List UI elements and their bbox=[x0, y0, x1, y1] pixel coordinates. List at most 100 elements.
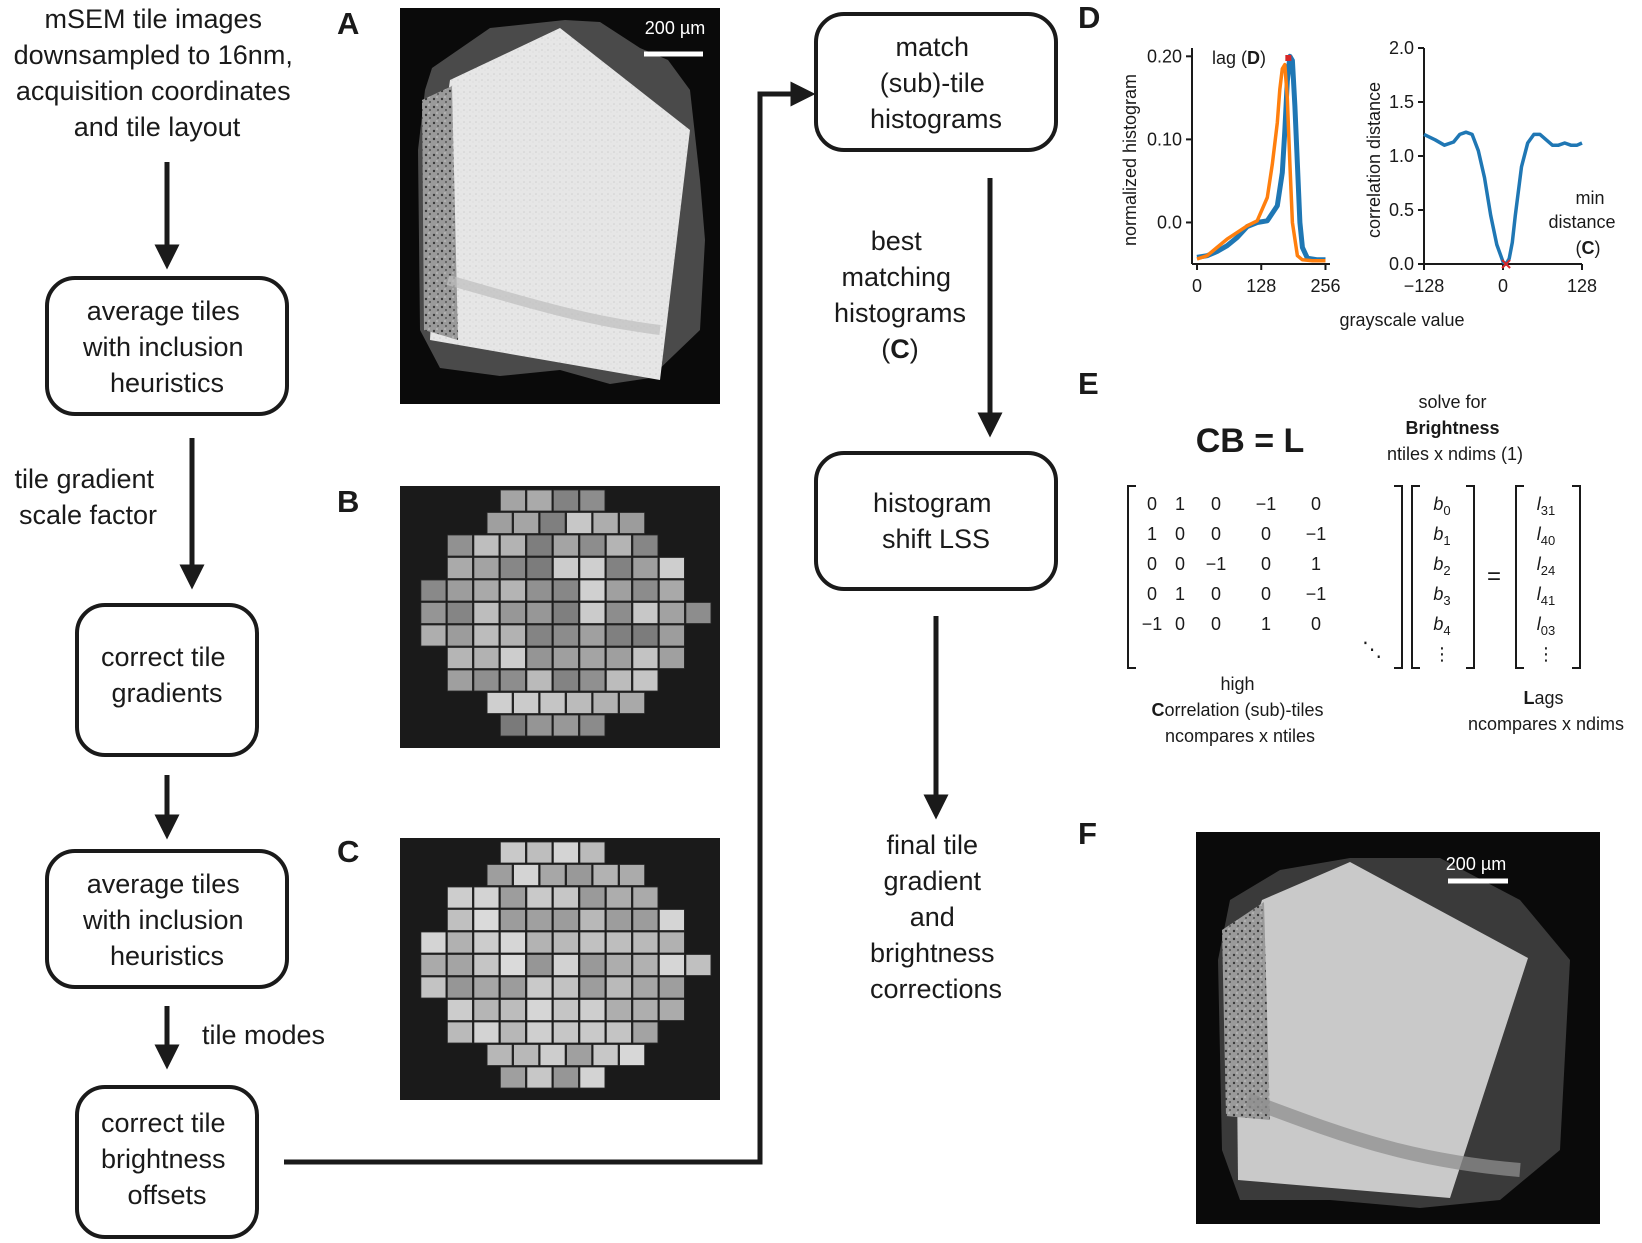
tile bbox=[659, 647, 685, 669]
tile bbox=[659, 976, 685, 999]
matrix-cell: 0 bbox=[1211, 524, 1221, 544]
tile bbox=[579, 557, 606, 579]
tile bbox=[632, 579, 659, 602]
tile bbox=[473, 1021, 500, 1044]
arrow-brightness-to-match bbox=[284, 81, 816, 1165]
vector-entry: b0 bbox=[1433, 494, 1450, 518]
tile bbox=[526, 1021, 553, 1044]
matrix-cell: 0 bbox=[1175, 614, 1185, 634]
vector-entry: ⋮ bbox=[1537, 644, 1555, 664]
box-histogram-shift-lss bbox=[814, 451, 1058, 591]
tile bbox=[446, 557, 473, 579]
label-best-matching: best matching histograms bbox=[834, 226, 966, 328]
matrix-cell: 0 bbox=[1261, 524, 1271, 544]
tile bbox=[579, 976, 606, 999]
tile bbox=[526, 647, 553, 669]
lags-caption: Lags ncompares x ndims bbox=[1468, 688, 1624, 734]
matrix-cell: 1 bbox=[1175, 584, 1185, 604]
min-annotation-line1: min bbox=[1575, 188, 1604, 208]
tile bbox=[553, 999, 579, 1021]
label-best-matching-ref: (C) bbox=[881, 334, 919, 364]
tile bbox=[553, 841, 579, 864]
tile bbox=[632, 909, 659, 931]
tile bbox=[526, 669, 553, 692]
matrix-cell: −1 bbox=[1306, 524, 1327, 544]
scalebar-a-label: 200 µm bbox=[645, 18, 705, 38]
tile bbox=[553, 602, 579, 624]
matrix-cell: 1 bbox=[1175, 494, 1185, 514]
tile bbox=[420, 602, 447, 624]
tile bbox=[526, 489, 553, 512]
matrix-cell: 0 bbox=[1211, 494, 1221, 514]
tile bbox=[632, 954, 659, 976]
tile bbox=[606, 886, 632, 909]
tile bbox=[446, 999, 473, 1021]
tile bbox=[685, 954, 712, 976]
panel-c-tile-modes bbox=[400, 838, 720, 1100]
panel-label-f: F bbox=[1078, 816, 1097, 851]
y-tick-label: 0.20 bbox=[1147, 46, 1182, 66]
tile bbox=[526, 602, 553, 624]
x-tick-label: 128 bbox=[1246, 276, 1276, 296]
tile bbox=[499, 624, 526, 647]
tile bbox=[473, 602, 500, 624]
matrix-cell: 1 bbox=[1261, 614, 1271, 634]
matrix-cell: 0 bbox=[1261, 554, 1271, 574]
panel-a-image bbox=[400, 8, 720, 404]
tile bbox=[513, 864, 539, 886]
tile bbox=[446, 669, 473, 692]
tile bbox=[539, 512, 566, 534]
lag-annotation: lag (D) bbox=[1212, 48, 1266, 68]
histogram-series-1 bbox=[1196, 53, 1326, 263]
tile bbox=[473, 909, 500, 931]
tile bbox=[446, 909, 473, 931]
tile bbox=[473, 557, 500, 579]
tile bbox=[526, 579, 553, 602]
tile bbox=[579, 909, 606, 931]
y-tick-label: 0.10 bbox=[1147, 129, 1182, 149]
tile bbox=[553, 669, 579, 692]
tile bbox=[566, 692, 592, 714]
panel-label-e: E bbox=[1078, 366, 1099, 401]
tile bbox=[526, 841, 553, 864]
tile bbox=[659, 954, 685, 976]
box-correct-gradients bbox=[75, 603, 259, 757]
x-tick-label: 128 bbox=[1567, 276, 1597, 296]
matrix-cell: 1 bbox=[1147, 524, 1157, 544]
tile bbox=[486, 512, 513, 534]
tile bbox=[446, 976, 473, 999]
matrix-cell: 0 bbox=[1175, 524, 1185, 544]
matrix-cell: 0 bbox=[1211, 584, 1221, 604]
tile bbox=[659, 557, 685, 579]
matrix-cell: −1 bbox=[1306, 584, 1327, 604]
tile bbox=[499, 909, 526, 931]
tile bbox=[606, 557, 632, 579]
tile bbox=[606, 579, 632, 602]
min-annotation-line3: (C) bbox=[1576, 238, 1601, 258]
tile bbox=[632, 999, 659, 1021]
label-tile-modes: tile modes bbox=[202, 1020, 325, 1050]
panel-label-c: C bbox=[337, 834, 359, 869]
tile bbox=[553, 557, 579, 579]
histogram-series-2 bbox=[1196, 62, 1326, 263]
tile bbox=[685, 602, 712, 624]
vector-entry: ⋮ bbox=[1433, 644, 1451, 664]
tile bbox=[606, 999, 632, 1021]
tile bbox=[473, 624, 500, 647]
tile bbox=[632, 647, 659, 669]
tile bbox=[606, 909, 632, 931]
tile bbox=[606, 534, 632, 557]
tile bbox=[499, 841, 526, 864]
tile bbox=[526, 624, 553, 647]
vector-entry: b1 bbox=[1433, 524, 1450, 548]
tile bbox=[659, 624, 685, 647]
min-annotation-line2: distance bbox=[1548, 212, 1615, 232]
tile bbox=[513, 512, 539, 534]
label-gradient-scale: tile gradient scale factor bbox=[14, 464, 161, 530]
x-tick-label: 256 bbox=[1310, 276, 1340, 296]
tile bbox=[473, 976, 500, 999]
vector-entry: l31 bbox=[1537, 494, 1555, 518]
